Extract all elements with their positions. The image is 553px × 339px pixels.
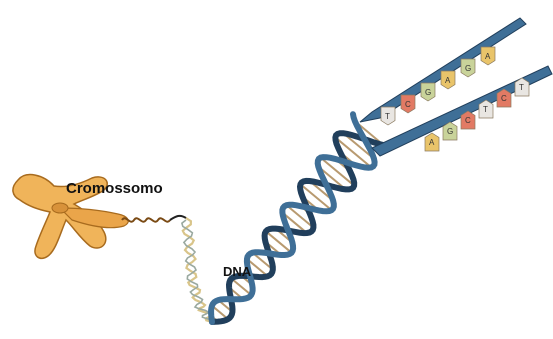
base-letter: T (519, 83, 524, 92)
top-base-g: G (421, 83, 435, 101)
base-letter: A (445, 76, 451, 85)
chromosome-coil (122, 218, 170, 221)
helix-strand-b (211, 114, 375, 322)
centromere (52, 203, 68, 213)
top-base-g: G (461, 59, 475, 77)
top-base-a: A (481, 47, 495, 65)
top-base-t: T (381, 107, 395, 125)
base-letter: T (385, 112, 390, 121)
base-row-top: T C G A G A (381, 47, 495, 125)
base-letter: G (465, 64, 471, 73)
base-letter: C (405, 100, 411, 109)
top-base-c: C (401, 95, 415, 113)
top-base-a: A (441, 71, 455, 89)
ladder-backbone-bottom (372, 66, 552, 156)
bottom-base-a: A (425, 133, 439, 151)
dna-label: DNA (223, 264, 252, 279)
dna-ladder: T C G A G A A G C T C T (360, 18, 552, 156)
base-letter: A (429, 138, 435, 147)
chromosome-tail (170, 216, 186, 220)
base-letter: C (465, 116, 471, 125)
base-letter: T (483, 105, 488, 114)
base-letter: G (425, 88, 431, 97)
base-letter: G (447, 127, 453, 136)
base-letter: A (485, 52, 491, 61)
base-letter: C (501, 94, 507, 103)
thin-coil-strand-a (183, 218, 212, 322)
chromosome-label: Cromossomo (66, 180, 163, 197)
dna-double-helix (211, 114, 391, 322)
